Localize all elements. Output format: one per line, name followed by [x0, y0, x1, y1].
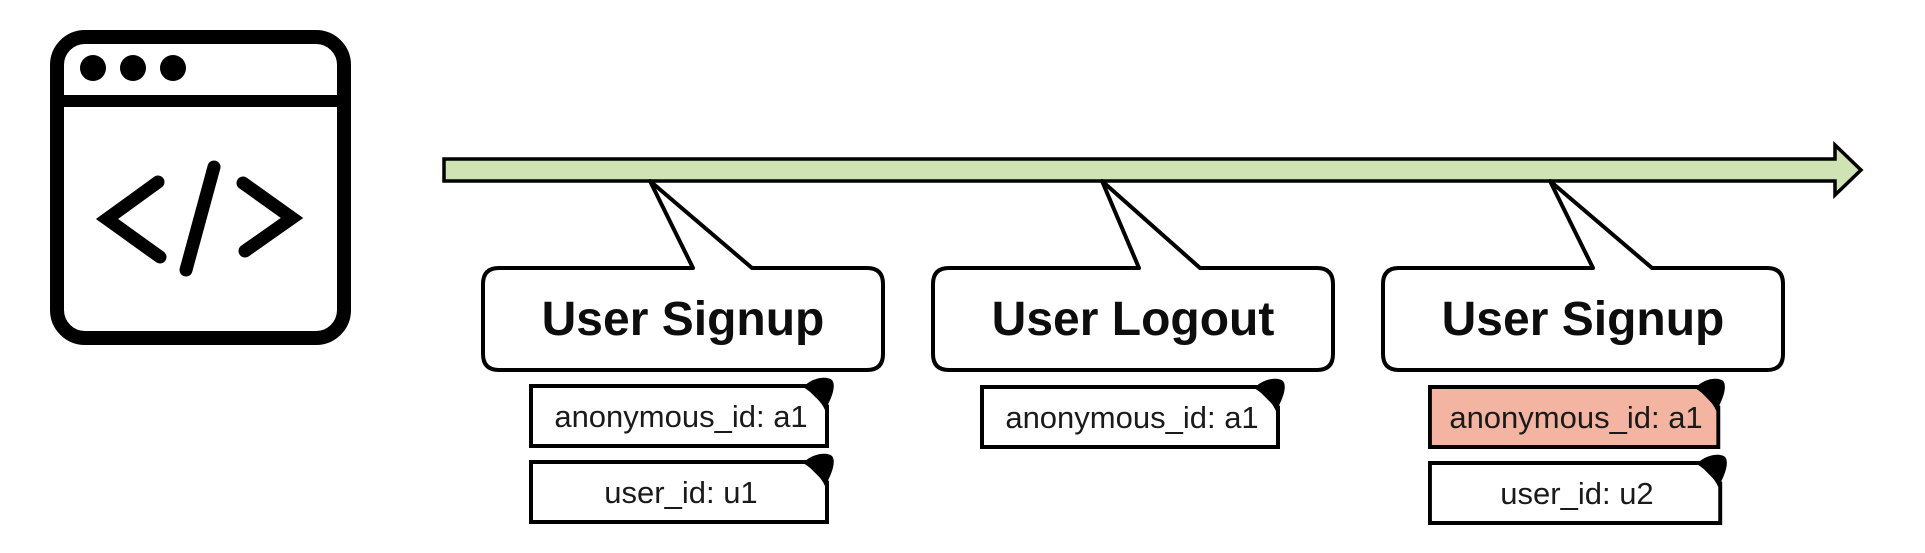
code-glyph [95, 160, 304, 277]
event-2-tag-anonymous-id: anonymous_id: a1 [980, 378, 1285, 449]
browser-code-icon [50, 30, 351, 345]
tag-fold-corner [803, 453, 834, 486]
tag-body [980, 385, 1280, 449]
event-bubble-shape [1381, 179, 1785, 372]
event-1-tag-anonymous-id: anonymous_id: a1 [529, 377, 834, 448]
timeline-arrow-shape [442, 140, 1864, 200]
tag-body [529, 384, 829, 448]
event-bubble-1 [481, 179, 885, 372]
tag-body [1428, 461, 1723, 525]
tag-body-highlighted [1428, 385, 1721, 449]
event-3-tag-user-id: user_id: u2 [1428, 454, 1727, 525]
event-bubble-shape [931, 179, 1335, 372]
event-3-tag-anonymous-id-highlighted: anonymous_id: a1 [1428, 378, 1725, 449]
tag-body [529, 460, 829, 524]
event-bubble-shape [481, 179, 885, 372]
tag-fold-corner [1254, 378, 1285, 411]
browser-frame [50, 30, 351, 345]
timeline-arrow [442, 140, 1864, 200]
event-bubble-2 [931, 179, 1335, 372]
tag-fold-corner [803, 377, 834, 410]
browser-dots [80, 55, 186, 81]
tag-fold-corner [1694, 378, 1725, 411]
event-1-tag-user-id: user_id: u1 [529, 453, 834, 524]
tag-fold-corner [1696, 454, 1727, 487]
event-bubble-3 [1381, 179, 1785, 372]
